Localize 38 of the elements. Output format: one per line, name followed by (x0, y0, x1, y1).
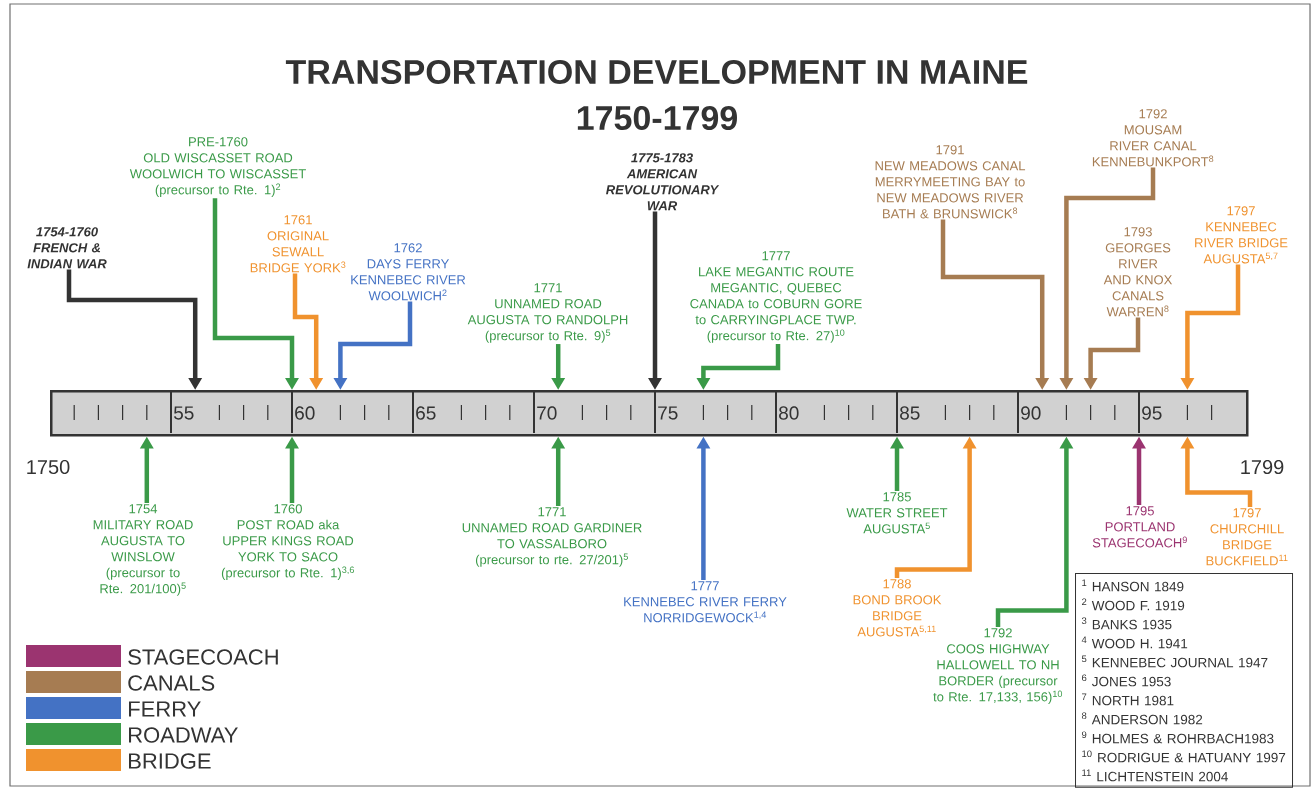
war-label: 1754-1760 FRENCH & INDIAN WAR (27, 227, 107, 269)
event-label: 1760 POST ROAD aka UPPER KINGS ROAD YORK TO SACO (precursor to Rte. 1)$^{3,6}$ (221, 504, 354, 580)
event-label: 1762 DAYS FERRY KENNEBEC RIVER WOOLWICH$^{2}$ (351, 243, 466, 301)
subtitle: 1750-1799 (577, 105, 737, 131)
event-label: 1754 MILITARY ROAD AUGUSTA TO WINSLOW (precursor to Rte. 201/100)$^{5}$ (93, 504, 193, 596)
tick-label: 65 (416, 406, 436, 420)
tick-label: 85 (900, 406, 920, 420)
title: TRANSPORTATION DEVELOPMENT IN MAINE (285, 59, 1028, 85)
tick-label: 80 (779, 406, 799, 420)
event-label: 1761 ORIGINAL SEWALL BRIDGE YORK$^{3}$ (250, 215, 346, 273)
event-label: 1797 KENNEBEC RIVER BRIDGE AUGUSTA$^{5,7}$ (1195, 206, 1288, 264)
legend-label: BRIDGE (129, 753, 211, 769)
event-label: 1771 UNNAMED ROAD AUGUSTA TO RANDOLPH (precursor to Rte. 9)$^{5}$ (467, 283, 628, 343)
tick-label: 75 (658, 406, 678, 420)
tick-label: 90 (1021, 406, 1041, 420)
event-label: 1793 GEORGES RIVER AND KNOX CANALS WARREN$^{8}$ (1103, 227, 1173, 317)
legend-label: STAGECOACH (128, 649, 278, 665)
year-label: 1750 (27, 459, 70, 475)
legend-label: FERRY (129, 701, 201, 717)
legend-label: ROADWAY (129, 727, 238, 743)
war-label: 1775-1783 AMERICAN REVOLUTIONARY WAR (606, 153, 720, 211)
event-label: 1771 UNNAMED ROAD GARDINER TO VASSALBORO (precursor to rte. 27/201)$^{5}$ (462, 507, 642, 567)
event-label: 1791 NEW MEADOWS CANAL MERRYMEETING BAY to NEW MEADOWS RIVER BATH & BRUNSWICK$^{8}$ (875, 145, 1026, 219)
event-label: 1777 LAKE MEGANTIC ROUTE MEGANTIC, QUEBEC CANADA to COBURN GORE to CARRYINGPLACE TWP. (precursor to Rte. 27)$^{10}$ (690, 251, 862, 343)
event-label: PRE-1760 OLD WISCASSET ROAD WOOLWICH TO WISCASSET (precursor to Rte. 1)$^{2}$ (129, 137, 306, 197)
event-label: 1788 BOND BROOK BRIDGE AUGUSTA$^{5,11}$ (853, 579, 942, 637)
reference-box: $^{1}$ HANSON 1849 $^{2}$ WOOD F. 1919 $^{3}$ BANKS 1935 $^{4}$ WOOD H. 1941 $^{5}$ KENNEBEC JOURNAL 1947 $^{6}$ JONES 1953 $^{7}$ NORTH 1981 $^{8}$ ANDERSON 1982 $^{9}$ HOLMES & ROHRBACH1983 $^{10}$ RODRIGUE & HATUANY 1997 $^{11}$ LICHTENSTEIN 2004 (1075, 573, 1293, 788)
event-label: 1777 KENNEBEC RIVER FERRY NORRIDGEWOCK$^{1,4}$ (624, 581, 787, 623)
event-label: 1792 MOUSAM RIVER CANAL KENNEBUNKPORT$^{8}$ (1092, 109, 1214, 167)
event-label: 1797 CHURCHILL BRIDGE BUCKFIELD$^{11}$ (1206, 508, 1288, 566)
tick-label: 70 (537, 406, 557, 420)
event-label: 1785 WATER STREET AUGUSTA$^{5}$ (846, 492, 948, 534)
tick-label: 95 (1142, 406, 1162, 420)
tick-label: 55 (173, 406, 194, 420)
legend-label: CANALS (128, 675, 215, 691)
year-label: 1799 (1241, 459, 1284, 475)
event-label: 1795 PORTLAND STAGECOACH$^{9}$ (1092, 506, 1187, 548)
tick-label: 60 (295, 406, 315, 420)
